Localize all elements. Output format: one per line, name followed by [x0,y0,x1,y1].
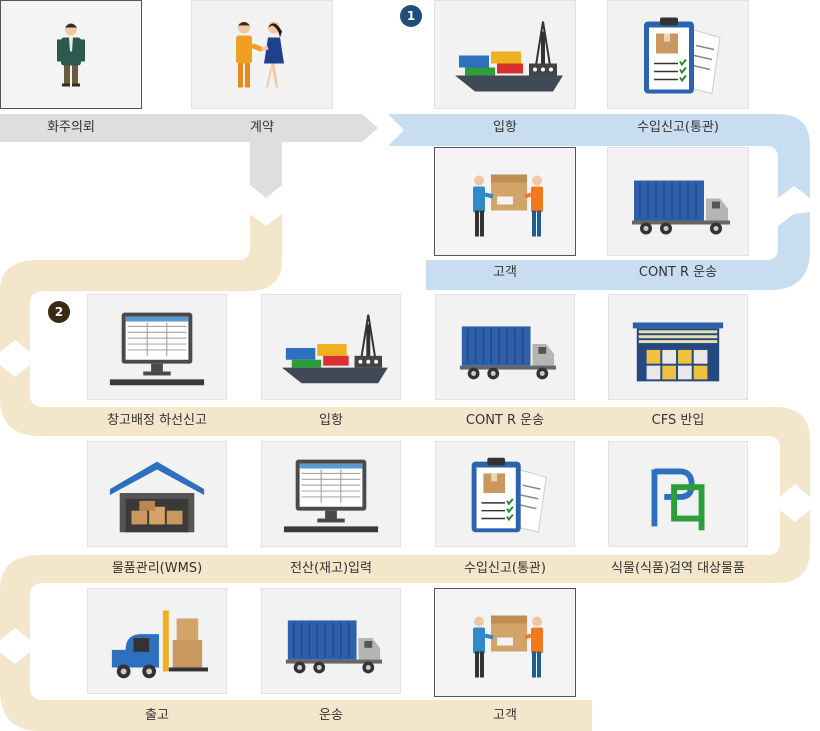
step-label: CONT R 운송 [638,265,718,280]
tile-entry-port-2 [261,294,401,400]
tile-cfs-carry-in [608,294,748,400]
businessman-icon [57,23,85,87]
computer-terminal-icon [109,312,205,386]
container-truck-icon [459,326,557,380]
handover-box-icon [473,615,543,678]
tile-import-declaration-2 [435,441,575,547]
warehouse-icon [109,461,205,533]
blue-band-lower [426,212,810,290]
tile-consignor-request [0,0,142,109]
tile-release [87,588,227,694]
gray-band [0,114,378,198]
tile-transport [261,588,401,694]
beige-band-row3 [0,510,810,640]
step-label: CFS 반입 [651,413,705,428]
tile-container-transport [607,147,749,256]
tile-entry-port [434,0,576,109]
handover-box-icon [473,174,543,237]
tile-contract [191,0,333,109]
tile-container-transport-2 [435,294,575,400]
quarantine-logo-icon [651,468,705,531]
step-label: 화주의뢰 [47,120,95,135]
step-label: 고객 [493,265,517,280]
computer-terminal-icon [283,459,379,533]
clipboard-checklist-icon [471,457,547,533]
step-label: 전산(재고)입력 [290,561,372,576]
step-label: 운송 [319,708,343,723]
step-label: 출고 [145,708,169,723]
cargo-ship-icon [281,314,388,384]
forklift-icon [111,610,209,679]
step-label: 입항 [493,120,517,135]
tile-import-declaration [607,0,749,109]
tile-quarantine-goods [608,441,748,547]
tile-warehouse-assignment [87,294,227,400]
handshake-icon [236,21,284,88]
beige-connector [0,214,282,352]
step-label: 수입신고(통관) [637,120,719,135]
beige-band-row4 [0,652,592,731]
tile-customer-2 [434,588,576,697]
step-label: 계약 [250,120,274,135]
beige-band-row2 [0,365,810,497]
blue-band [388,114,810,198]
cargo-ship-icon [455,21,563,92]
clipboard-checklist-icon [644,17,721,95]
tile-inventory-input [261,441,401,547]
step-label: 물품관리(WMS) [111,561,203,576]
container-truck-icon [285,620,383,674]
step-label: CONT R 운송 [465,413,545,428]
container-truck-icon [632,180,730,235]
tile-customer [434,147,576,256]
step-label: 수입신고(통관) [464,561,546,576]
tile-goods-management [87,441,227,547]
step-label: 창고배정 하선신고 [107,413,207,428]
step-badge-2: 2 [48,301,70,323]
step-label: 입항 [319,413,343,428]
cfs-warehouse-icon [632,322,724,382]
step-badge-1: 1 [400,5,422,27]
step-label: 식물(식품)검역 대상물품 [611,561,745,576]
step-label: 고객 [493,708,517,723]
